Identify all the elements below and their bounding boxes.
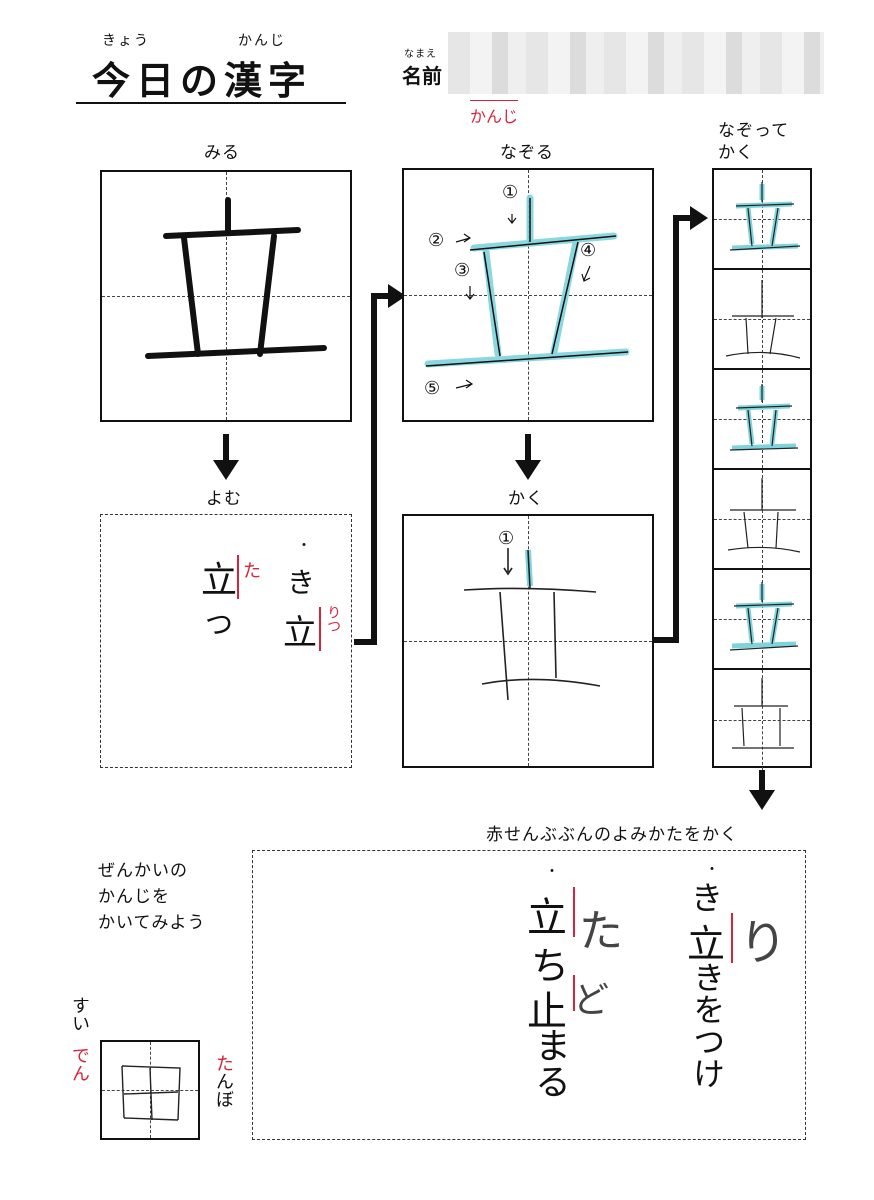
- reading-col2-rest: まる: [529, 1027, 570, 1099]
- label-zenkai-1: ぜんかいの: [98, 861, 188, 881]
- connector-arrow-1: [354, 284, 406, 645]
- reading-col1-prefix: き: [691, 879, 724, 917]
- yomu-reading-2: りつ: [325, 605, 341, 633]
- practice-cell-2: [714, 270, 810, 370]
- title-underline: [76, 102, 346, 104]
- name-label: 名前: [402, 64, 442, 88]
- label-red-instruction: 赤せんぶぶんのよみかたをかく: [486, 825, 738, 845]
- review-right: たんぼ: [210, 1054, 236, 1108]
- stroke-number-1: ①: [502, 182, 519, 203]
- yomu-kanji-1: 立: [201, 560, 238, 601]
- kanji-trace: [424, 194, 630, 389]
- reading-col1-kanji: 立: [687, 922, 726, 966]
- reading-col2-answer-1: た: [579, 906, 623, 957]
- review-left-top: すい: [69, 996, 90, 1032]
- reading-col2-kanji-1: 立: [527, 895, 567, 941]
- arrow-down-shaft: [223, 434, 229, 462]
- name-red-note: かんじ: [470, 100, 519, 127]
- yomu-dot-1: ・: [297, 538, 311, 554]
- reading-col2-answer-2: ど: [573, 980, 610, 1021]
- review-kanji-handwritten: [121, 1065, 181, 1121]
- review-left-red: でん: [69, 1046, 90, 1082]
- title-ruby-kyou: きょう: [102, 33, 150, 49]
- stroke-number-4: ④: [580, 240, 597, 261]
- yomu-reading-1: た: [243, 561, 261, 582]
- reading-col1-rest: きをつけ: [688, 961, 726, 1089]
- kanji-model: [145, 197, 327, 359]
- review-right-rest: んぼ: [213, 1072, 234, 1108]
- reading-col2-dot: ・: [545, 864, 559, 880]
- kanji-handwritten: [463, 548, 601, 701]
- label-zenkai-2: かんじを: [98, 887, 170, 907]
- stroke-number-3: ③: [454, 260, 471, 281]
- title-text: 今日の漢字: [92, 59, 313, 103]
- arrow-down-icon-3: [749, 790, 775, 810]
- label-nazotte-2: かく: [718, 143, 754, 163]
- miru-box: [100, 170, 352, 422]
- connector-arrow-2: [654, 206, 708, 643]
- yomu-prefix-2: き: [287, 566, 316, 599]
- yomu-redline-1: [237, 555, 239, 599]
- stroke-number-2: ②: [428, 230, 445, 251]
- yomu-box: 立 た つ ・ き 立 りつ: [100, 514, 352, 768]
- name-ruby: なまえ: [404, 49, 437, 60]
- nazotte-column: [712, 168, 812, 770]
- label-miru: みる: [204, 143, 240, 163]
- review-right-red: た: [213, 1054, 234, 1072]
- reading-col2-kanji-2: 止: [527, 989, 567, 1035]
- practice-cell-3: [714, 370, 810, 470]
- arrow-down-shaft-2: [525, 434, 531, 462]
- arrow-down-shaft-3: [759, 770, 765, 792]
- kaku-box: ①: [402, 514, 654, 768]
- stroke-number-5: ⑤: [424, 378, 441, 399]
- label-kaku: かく: [508, 489, 544, 509]
- nazoru-box: ① ② ③ ④ ⑤: [402, 168, 654, 422]
- practice-cell-1: [714, 170, 810, 270]
- reading-col1-answer: り: [739, 915, 788, 971]
- name-field-blurred: [448, 32, 824, 94]
- label-nazoru: なぞる: [500, 143, 554, 163]
- practice-cell-5: [714, 570, 810, 670]
- arrow-down-icon: [213, 460, 239, 480]
- arrow-down-icon-2: [515, 460, 541, 480]
- reading-col2-redline-2: [573, 975, 575, 1011]
- yomu-redline-2: [319, 607, 321, 651]
- reading-col1-redline: [731, 913, 733, 963]
- reading-box: ・ き 立 きをつけ り ・ 立 た ち 止 ど まる: [252, 850, 806, 1140]
- reading-col1-dot: ・: [705, 862, 719, 878]
- label-zenkai-3: かいてみよう: [98, 913, 206, 933]
- review-box: [100, 1040, 200, 1140]
- title-ruby-kanji: かんじ: [238, 33, 286, 49]
- practice-cell-6: [714, 670, 810, 770]
- reading-col2-redline: [573, 887, 575, 937]
- reading-col2-mid: ち: [531, 944, 570, 988]
- practice-cell-4: [714, 470, 810, 570]
- yomu-okurigana-1: つ: [205, 608, 234, 641]
- label-nazotte-1: なぞって: [718, 121, 790, 141]
- kaku-stroke-number-1: ①: [498, 528, 515, 549]
- yomu-kanji-2: 立: [283, 613, 317, 653]
- label-yomu: よむ: [206, 489, 242, 509]
